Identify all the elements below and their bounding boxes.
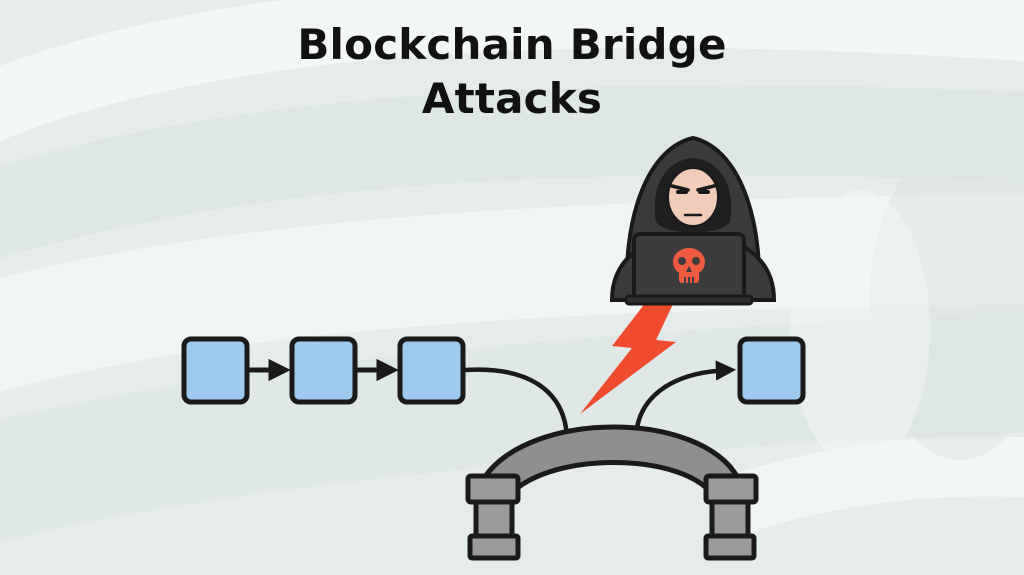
connector-curve — [464, 367, 570, 441]
lightning-bolt-icon — [580, 302, 676, 414]
block-icon — [181, 336, 250, 405]
skull-icon — [673, 248, 705, 283]
title-line-2: Attacks — [421, 74, 603, 123]
bridge-icon — [465, 424, 759, 561]
title-line-1: Blockchain Bridge — [297, 20, 727, 69]
block-icon — [289, 336, 358, 405]
block-icon — [737, 336, 806, 405]
block-icon — [397, 336, 466, 405]
page-title: Blockchain Bridge Attacks — [0, 18, 1024, 126]
hacker-face — [667, 167, 719, 227]
